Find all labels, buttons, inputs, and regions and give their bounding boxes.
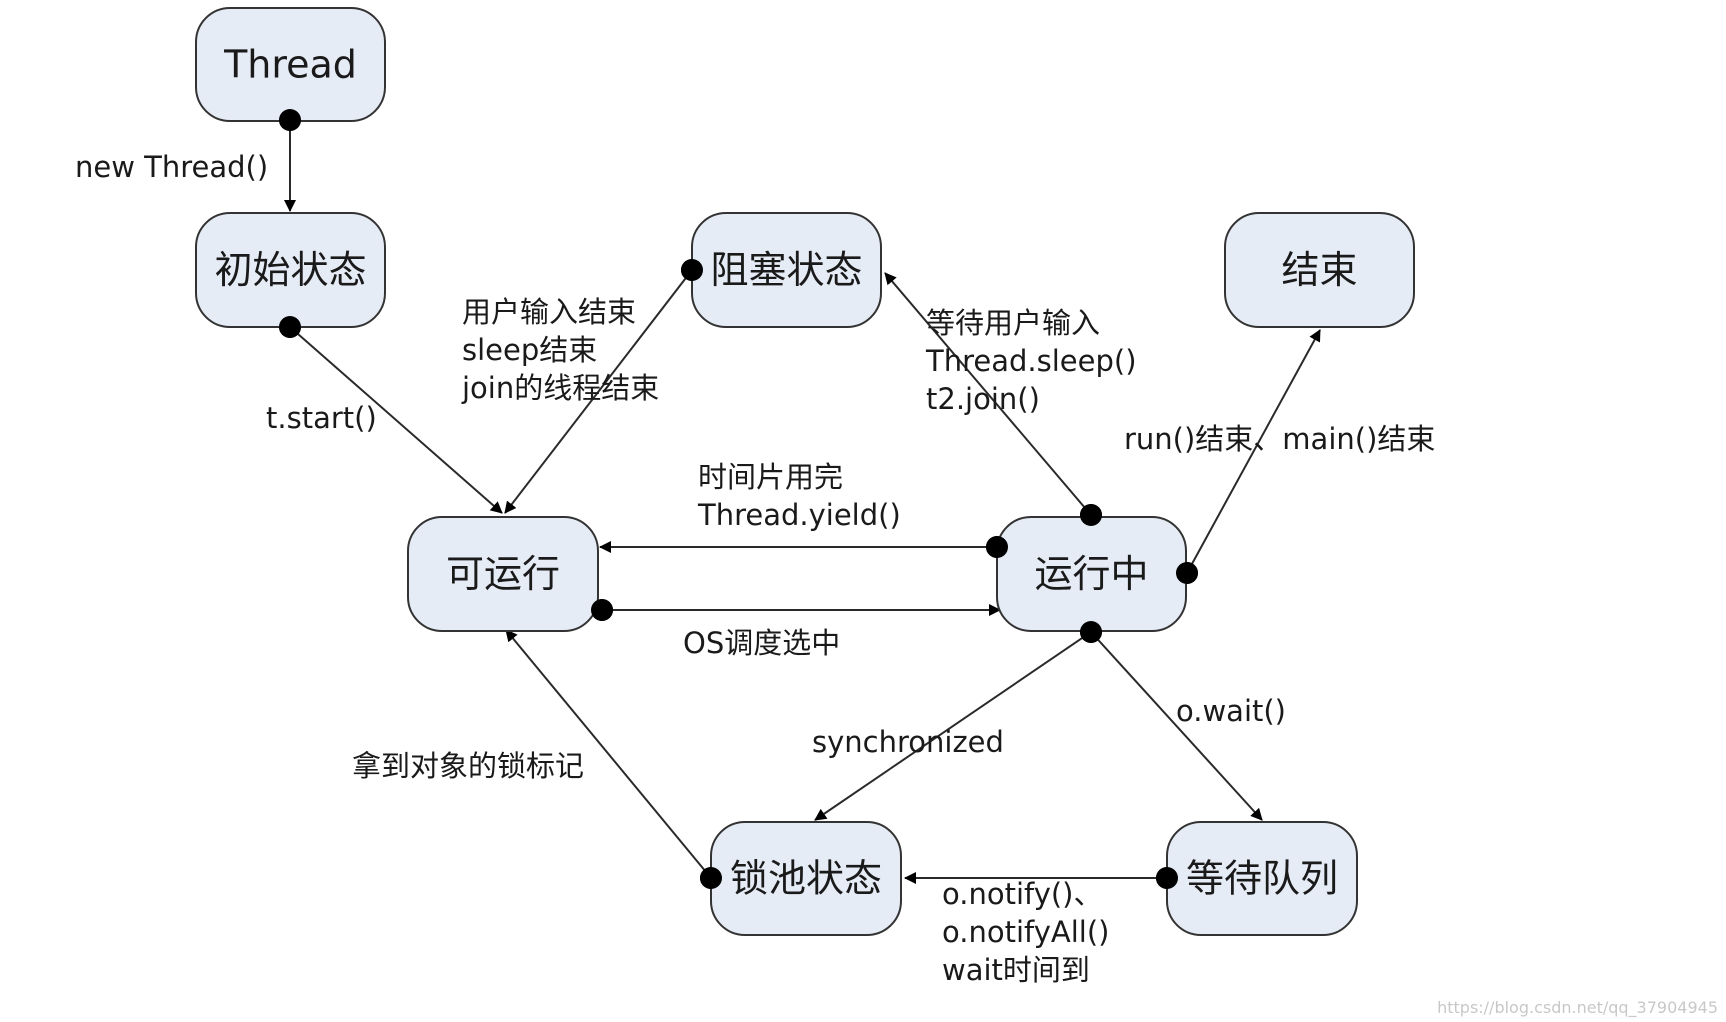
edge-label-schedule: OS调度选中 bbox=[683, 626, 840, 660]
svg-text:时间片用完 Thread.yield(): 时间片用完 Thread.yield() bbox=[697, 460, 901, 532]
node-blocked: 阻塞状态 bbox=[691, 212, 882, 328]
node-end: 结束 bbox=[1224, 212, 1415, 328]
edge-label-notify-1: o.notify()、 bbox=[942, 877, 1103, 911]
node-running: 运行中 bbox=[996, 516, 1187, 632]
edge-label-got-lock: 拿到对象的锁标记 bbox=[352, 749, 584, 783]
edge-label-new-thread: new Thread() bbox=[75, 150, 268, 184]
svg-text:拿到对象的锁标记: 拿到对象的锁标记 bbox=[352, 749, 584, 783]
edge-label-synchronized: synchronized bbox=[812, 725, 1004, 759]
node-label-init: 初始状态 bbox=[214, 248, 366, 292]
border-dots bbox=[279, 109, 1198, 889]
edge-label-yield-1: 时间片用完 bbox=[698, 460, 843, 494]
edge-label-notify-3: wait时间到 bbox=[942, 953, 1090, 987]
edge-label-notify-2: o.notifyAll() bbox=[942, 915, 1109, 949]
node-runnable: 可运行 bbox=[407, 516, 599, 632]
node-label-running: 运行中 bbox=[1034, 552, 1148, 596]
node-label-end: 结束 bbox=[1281, 248, 1357, 292]
edge-label-to-blocked-1: 等待用户输入 bbox=[926, 306, 1100, 340]
edge-wait: o.wait() bbox=[1090, 631, 1286, 821]
edge-label-block-end-1: 用户输入结束 bbox=[462, 295, 636, 329]
edge-synchronized: synchronized bbox=[812, 621, 1102, 821]
svg-text:OS调度选中: OS调度选中 bbox=[683, 626, 840, 660]
svg-text:用户输入结束 sleep结束 joi: 用户输入结束 sleep结束 join的线程结束 bbox=[461, 295, 659, 405]
edge-got-lock: 拿到对象的锁标记 bbox=[352, 629, 722, 889]
edge-yield: 时间片用完 Thread.yield() bbox=[599, 460, 1008, 558]
node-thread: Thread bbox=[195, 7, 386, 122]
edge-label-to-blocked-3: t2.join() bbox=[926, 382, 1040, 416]
node-label-lockpool: 锁池状态 bbox=[730, 857, 882, 901]
edge-label-block-end-3: join的线程结束 bbox=[461, 371, 659, 405]
edge-notify: o.notify()、 o.notifyAll() wait时间到 bbox=[904, 867, 1178, 987]
svg-text:等待用户输入 Thread.sleep(): 等待用户输入 Thread.sleep() t2.join() bbox=[925, 306, 1146, 416]
edge-label-wait: o.wait() bbox=[1176, 694, 1286, 728]
svg-text:run()结束、main()结束: run()结束、main()结束 bbox=[1124, 422, 1435, 456]
svg-text:o.wait(): o.wait() bbox=[1176, 694, 1286, 728]
edge-to-blocked: 等待用户输入 Thread.sleep() t2.join() bbox=[884, 272, 1146, 526]
node-waitqueue: 等待队列 bbox=[1166, 821, 1358, 936]
edge-schedule: OS调度选中 bbox=[591, 599, 1001, 660]
node-init: 初始状态 bbox=[195, 212, 386, 328]
node-label-thread: Thread bbox=[223, 43, 357, 87]
svg-text:new Thread(): new Thread() bbox=[75, 150, 268, 184]
edge-label-run-end: run()结束、main()结束 bbox=[1124, 422, 1435, 456]
watermark-text: https://blog.csdn.net/qq_37904945 bbox=[1437, 998, 1718, 1018]
edge-new-thread: new Thread() bbox=[75, 109, 301, 212]
node-label-runnable: 可运行 bbox=[446, 552, 560, 596]
svg-text:o.notify()、 o.notifyAll(: o.notify()、 o.notifyAll() wait时间到 bbox=[942, 877, 1119, 987]
edge-label-yield-2: Thread.yield() bbox=[697, 498, 901, 532]
svg-text:t.start(): t.start() bbox=[266, 401, 377, 435]
node-label-waitqueue: 等待队列 bbox=[1186, 857, 1338, 901]
node-label-blocked: 阻塞状态 bbox=[710, 248, 862, 292]
edge-label-block-end-2: sleep结束 bbox=[462, 333, 597, 367]
edge-label-start: t.start() bbox=[266, 401, 377, 435]
svg-text:synchronized: synchronized bbox=[812, 725, 1004, 759]
node-lockpool: 锁池状态 bbox=[710, 821, 902, 936]
edge-label-to-blocked-2: Thread.sleep() bbox=[925, 344, 1137, 378]
edge-block-end: 用户输入结束 sleep结束 join的线程结束 bbox=[461, 259, 703, 514]
